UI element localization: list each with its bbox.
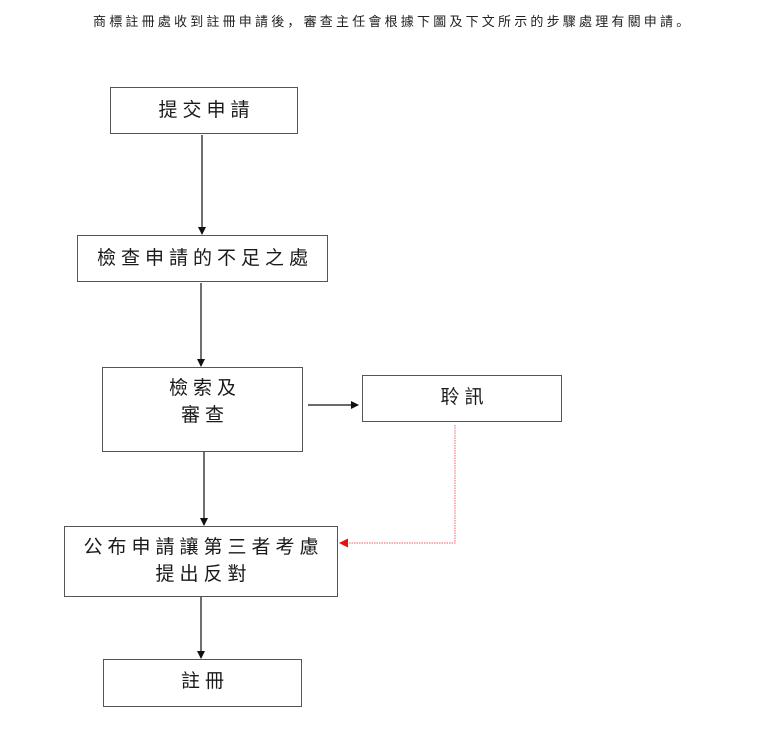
step-registration: 註冊	[103, 659, 302, 707]
step-hearing: 聆訊	[362, 375, 562, 422]
step-label: 聆訊	[440, 386, 489, 408]
step-label: 檢查申請的不足之處	[96, 247, 313, 269]
step-submit-application: 提交申請	[110, 87, 298, 134]
step-label: 提交申請	[158, 99, 255, 121]
step-label: 註冊	[180, 670, 229, 692]
step-label: 公布申請讓第三者考慮 提出反對	[83, 536, 324, 585]
step-check-deficiencies: 檢查申請的不足之處	[77, 235, 328, 282]
step-search-and-examination: 檢索及 審查	[102, 367, 303, 452]
step-publish-for-opposition: 公布申請讓第三者考慮 提出反對	[64, 526, 338, 597]
intro-paragraph: 商標註冊處收到註冊申請後，審查主任會根據下圖及下文所示的步驟處理有關申請。	[93, 15, 693, 30]
arrow-hearing-to-publish	[339, 425, 456, 548]
step-label: 檢索及 審查	[168, 377, 241, 426]
